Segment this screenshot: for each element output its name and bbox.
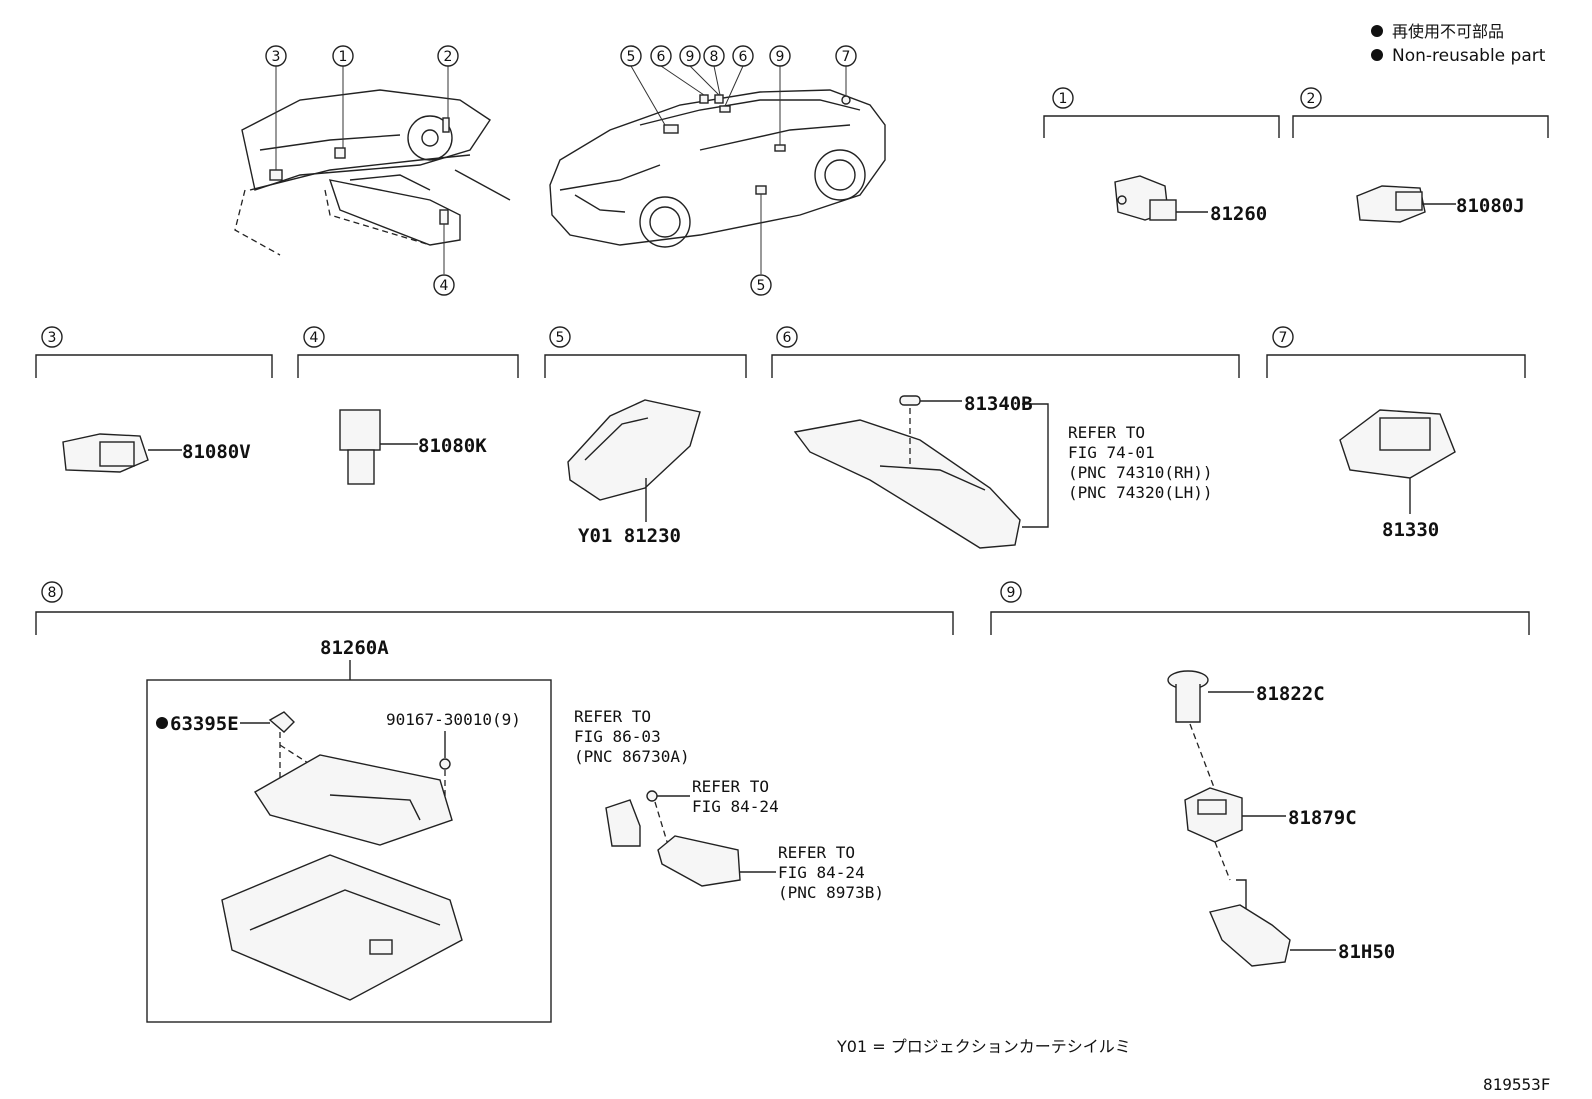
car-overview-illustration [549, 89, 886, 248]
svg-text:3: 3 [48, 330, 57, 346]
part-81260: 81260 [1210, 203, 1267, 225]
svg-text:9: 9 [1007, 585, 1016, 601]
dashboard-overview-illustration [234, 89, 511, 256]
section-6: 6 81340B REFER TO FIG 74-01 (PNC 74310(R… [771, 326, 1240, 549]
refer-fig-86-03-line-2: FIG 86-03 [574, 727, 661, 746]
refer-fig-84-24-b-line-3: (PNC 8973B) [778, 883, 884, 902]
svg-text:9: 9 [776, 49, 785, 65]
part-81879C: 81879C [1288, 807, 1357, 829]
part-81H50: 81H50 [1338, 941, 1395, 963]
svg-text:7: 7 [1279, 330, 1288, 346]
refer-fig-86-03-line-1: REFER TO [574, 707, 651, 726]
refer-fig-74-01-line-3: (PNC 74310(RH)) [1068, 463, 1213, 482]
part-81822C: 81822C [1256, 683, 1325, 705]
part-81260A: 81260A [320, 637, 389, 659]
svg-text:6: 6 [739, 49, 748, 65]
svg-text:1: 1 [1059, 91, 1068, 107]
part-81230: Y01 81230 [578, 525, 681, 547]
refer-fig-86-03-line-3: (PNC 86730A) [574, 747, 690, 766]
part-90167-30010: 90167-30010(9) [386, 710, 521, 729]
part-81080J: 81080J [1456, 195, 1525, 217]
non-reusable-bullet [156, 717, 168, 729]
footnote-y01: Y01 = プロジェクションカーテシイルミ [836, 1037, 1131, 1056]
refer-fig-84-24-a-line-2: FIG 84-24 [692, 797, 779, 816]
svg-text:2: 2 [444, 49, 453, 65]
part-63395E: 63395E [170, 713, 239, 735]
refer-fig-84-24-a-line-1: REFER TO [692, 777, 769, 796]
section-4: 4 81080K [297, 326, 519, 485]
section-2: 2 81080J [1292, 87, 1549, 223]
refer-fig-74-01-line-2: FIG 74-01 [1068, 443, 1155, 462]
svg-text:8: 8 [48, 585, 57, 601]
part-81080K: 81080K [418, 435, 487, 457]
svg-text:5: 5 [627, 49, 636, 65]
refer-fig-84-24-b-line-2: FIG 84-24 [778, 863, 865, 882]
section-5: 5 Y01 81230 [544, 326, 747, 547]
svg-text:4: 4 [440, 278, 449, 294]
section-3: 3 81080V [35, 326, 273, 473]
svg-text:3: 3 [272, 49, 281, 65]
section-8: 8 81260A 63395E 90167-30010(9) REFER TO … [35, 581, 954, 1023]
svg-text:1: 1 [339, 49, 348, 65]
section-9: 9 81822C 81879C 81H50 [990, 581, 1530, 967]
refer-fig-84-24-b-line-1: REFER TO [778, 843, 855, 862]
refer-fig-74-01-line-1: REFER TO [1068, 423, 1145, 442]
legend-en: Non-reusable part [1392, 46, 1546, 66]
svg-text:6: 6 [657, 49, 666, 65]
overview-callouts: 3 1 2 4 5 6 9 8 6 9 7 5 [265, 45, 857, 296]
part-81340B: 81340B [964, 393, 1033, 415]
svg-text:5: 5 [757, 278, 766, 294]
svg-text:5: 5 [556, 330, 565, 346]
section-7: 7 81330 [1266, 326, 1526, 541]
svg-text:6: 6 [783, 330, 792, 346]
svg-text:2: 2 [1307, 91, 1316, 107]
legend-bullet-jp [1371, 25, 1383, 37]
section-1: 1 81260 [1043, 87, 1280, 225]
figure-id: 819553F [1483, 1075, 1550, 1094]
part-81080V: 81080V [182, 441, 251, 463]
legend-bullet-en [1371, 49, 1383, 61]
legend-jp: 再使用不可部品 [1392, 22, 1504, 41]
part-81330: 81330 [1382, 519, 1439, 541]
svg-text:8: 8 [710, 49, 719, 65]
svg-text:7: 7 [842, 49, 851, 65]
svg-text:9: 9 [686, 49, 695, 65]
svg-text:4: 4 [310, 330, 319, 346]
refer-fig-74-01-line-4: (PNC 74320(LH)) [1068, 483, 1213, 502]
